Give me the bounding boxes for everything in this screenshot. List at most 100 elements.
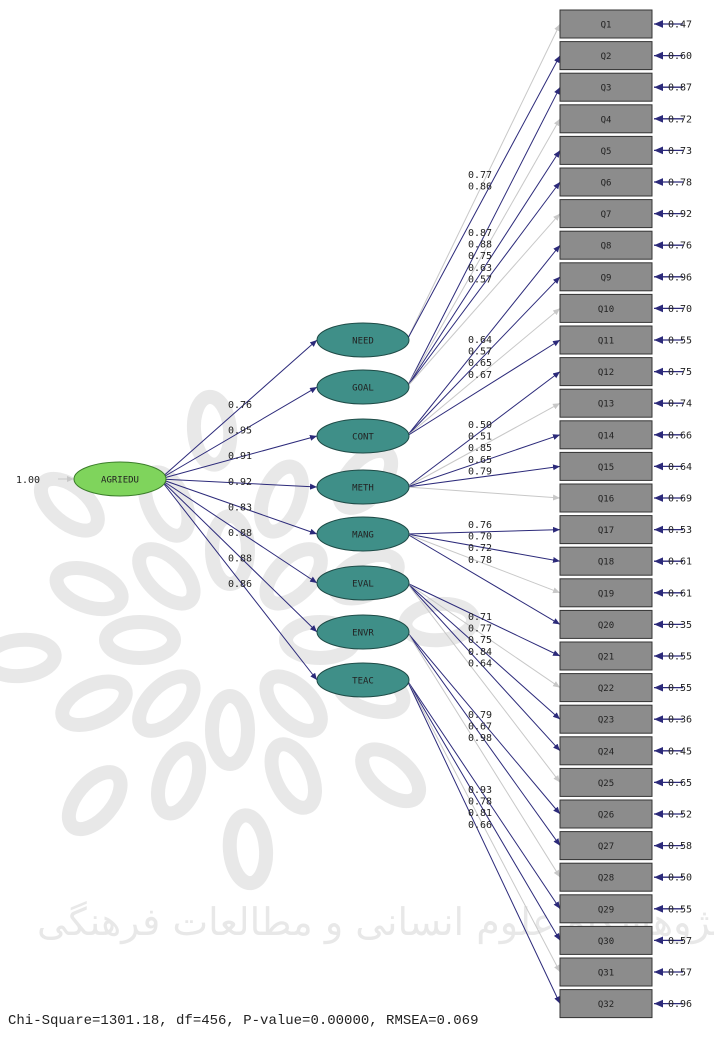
- factor-eval: EVAL: [316, 565, 410, 601]
- indicator-box: [559, 799, 653, 829]
- indicator-label: Q1: [601, 21, 612, 31]
- factor-loading: 0.92: [228, 477, 252, 488]
- error-variance: 0.55: [668, 683, 692, 694]
- item-path: [406, 244, 561, 437]
- error-variance: 0.69: [668, 494, 692, 505]
- error-variance: 0.57: [668, 936, 692, 947]
- item-path: [406, 631, 561, 878]
- factor-ellipse: [316, 565, 410, 601]
- indicator-box: [559, 357, 653, 387]
- indicator-label: Q26: [598, 811, 614, 821]
- error-variance: 0.57: [668, 968, 692, 979]
- factor-teac: TEAC: [316, 662, 410, 698]
- indicator-box: [559, 167, 653, 197]
- factor-loading: 0.91: [228, 451, 252, 462]
- indicator-label: Q15: [598, 463, 614, 473]
- item-loading: 0.57: [468, 347, 492, 358]
- indicator-box: [559, 104, 653, 134]
- indicator-box: [559, 894, 653, 924]
- indicator-q1: Q1 0.47: [559, 9, 692, 39]
- indicator-q2: Q2 0.60: [559, 41, 692, 71]
- indicator-box: [559, 325, 653, 355]
- item-path: [406, 150, 561, 388]
- factor-label: METH: [352, 484, 374, 494]
- fit-statistics: Chi-Square=1301.18, df=456, P-value=0.00…: [8, 1013, 479, 1029]
- watermark-petal: [151, 741, 207, 821]
- indicator-box: [559, 831, 653, 861]
- factor-loading: 0.86: [228, 579, 252, 590]
- indicator-label: Q9: [601, 273, 612, 283]
- error-variance: 0.96: [668, 999, 692, 1010]
- item-loading: 0.75: [468, 251, 492, 262]
- factor-ellipse: [316, 662, 410, 698]
- indicator-label: Q30: [598, 937, 614, 947]
- watermark-petal: [61, 765, 128, 837]
- item-loading: 0.77: [468, 624, 492, 635]
- watermark-petal: [49, 561, 129, 617]
- indicator-label: Q13: [598, 400, 614, 410]
- indicator-label: Q5: [601, 147, 612, 157]
- watermark-petal: [253, 459, 309, 539]
- watermark-petal: [0, 632, 62, 684]
- error-variance: 0.55: [668, 336, 692, 347]
- indicator-box: [559, 293, 653, 323]
- item-loading: 0.64: [468, 335, 492, 346]
- item-loading: 0.57: [468, 274, 492, 285]
- error-variance: 0.55: [668, 904, 692, 915]
- factor-label: NEED: [352, 337, 374, 347]
- indicator-label: Q22: [598, 684, 614, 694]
- indicator-label: Q23: [598, 716, 614, 726]
- item-loading: 0.78: [468, 797, 492, 808]
- indicator-box: [559, 72, 653, 102]
- watermark-petal: [55, 674, 133, 732]
- error-variance: 0.55: [668, 652, 692, 663]
- indicator-label: Q7: [601, 210, 612, 220]
- watermark-petal: [99, 615, 181, 665]
- indicator-box: [559, 862, 653, 892]
- watermark-petal: [186, 389, 238, 472]
- error-variance: 0.74: [668, 399, 692, 410]
- item-path: [406, 679, 561, 1004]
- factor-path: [159, 478, 318, 633]
- root-ellipse: [73, 461, 167, 497]
- indicator-label: Q2: [601, 52, 612, 62]
- item-loading: 0.85: [468, 443, 492, 454]
- item-path: [406, 533, 561, 563]
- root-error: 1.00: [16, 475, 40, 486]
- item-path: [406, 631, 561, 815]
- item-path: [406, 582, 561, 689]
- item-loading: 0.64: [468, 658, 492, 669]
- indicator-label: Q14: [598, 431, 614, 441]
- factor-path: [159, 478, 318, 681]
- item-path: [406, 371, 561, 488]
- indicator-box: [559, 388, 653, 418]
- watermark-petal: [355, 742, 427, 809]
- watermark-petal: [264, 737, 322, 815]
- error-variance: 0.35: [668, 620, 692, 631]
- error-variance: 0.60: [668, 51, 692, 62]
- indicator-box: [559, 704, 653, 734]
- error-variance: 0.66: [668, 430, 692, 441]
- error-variance: 0.75: [668, 367, 692, 378]
- error-variance: 0.47: [668, 20, 692, 31]
- error-variance: 0.64: [668, 462, 692, 473]
- indicator-box: [559, 673, 653, 703]
- item-loading: 0.75: [468, 635, 492, 646]
- item-loading: 0.51: [468, 432, 492, 443]
- item-loading: 0.78: [468, 555, 492, 566]
- factor-ellipse: [316, 614, 410, 650]
- item-path: [406, 308, 561, 437]
- watermark-petal: [259, 542, 328, 611]
- error-variance: 0.61: [668, 588, 692, 599]
- error-variance: 0.45: [668, 746, 692, 757]
- indicator-label: Q24: [598, 747, 614, 757]
